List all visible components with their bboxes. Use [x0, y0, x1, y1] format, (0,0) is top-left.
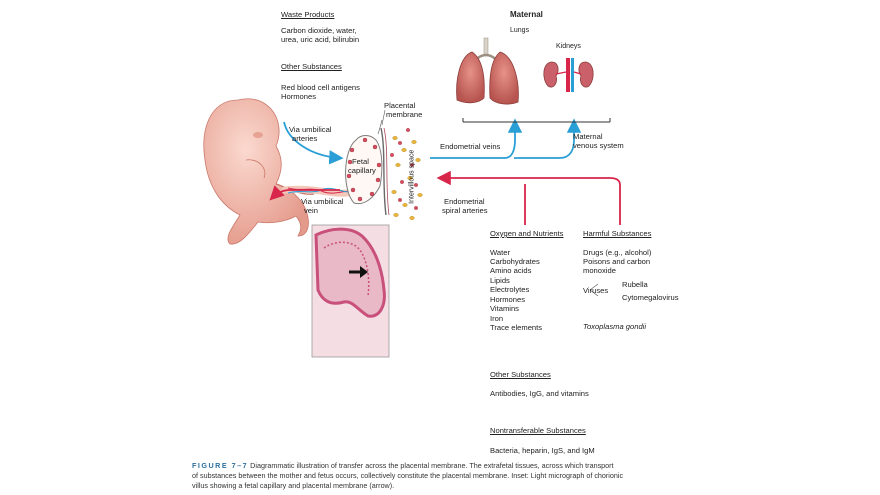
intervillous-space-label: Intervillous space	[408, 149, 416, 204]
nutrient-item: Iron	[490, 314, 504, 323]
kidneys-label: Kidneys	[556, 43, 581, 50]
harmful-viruses: Viruses	[583, 286, 609, 295]
caption-text-1: Diagrammatic illustration of transfer ac…	[250, 461, 614, 470]
fetus-illustration	[203, 98, 315, 245]
nutrient-item: Water	[490, 248, 510, 257]
endometrial-spiral-label-1: Endometrial	[444, 197, 485, 206]
harmful-rubella: Rubella	[622, 280, 648, 289]
placental-membrane-label-1: Placental	[384, 101, 416, 110]
nutrient-item: Hormones	[490, 295, 526, 304]
nutrient-item: Carbohydrates	[490, 257, 540, 266]
maternal-venous-label-2: venous system	[573, 141, 624, 150]
nontransferable-heading: Nontransferable Substances	[490, 426, 586, 435]
micrograph-inset	[311, 224, 390, 358]
lungs-illustration	[456, 37, 519, 105]
waste-products-line1: Carbon dioxide, water,	[281, 26, 357, 35]
maternal-title: Maternal	[510, 10, 543, 19]
figure-label: FIGURE 7–7	[192, 461, 249, 470]
harmful-drugs: Drugs (e.g., alcohol)	[583, 248, 652, 257]
harmful-substances-heading: Harmful Substances	[583, 229, 652, 238]
lungs-label: Lungs	[510, 27, 530, 34]
figure-caption-line1: FIGURE 7–7 Diagrammatic illustration of …	[192, 461, 614, 470]
waste-products-heading: Waste Products	[281, 10, 335, 19]
oxygen-nutrients-heading: Oxygen and Nutrients	[490, 229, 564, 238]
maternal-blood-cells	[390, 128, 423, 220]
figure-caption-line3: villus showing a fetal capillary and pla…	[192, 481, 395, 490]
chorionic-villus	[345, 119, 390, 216]
other-substances-top-line2: Hormones	[281, 92, 317, 101]
via-umbilical-vein-label-2: vein	[304, 206, 318, 215]
nutrient-item: Lipids	[490, 276, 510, 285]
nutrient-item: Electrolytes	[490, 285, 530, 294]
red-flow-arrows	[269, 170, 621, 225]
fetal-capillary-label-1: Fetal	[352, 157, 369, 166]
endometrial-spiral-label-2: spiral arteries	[442, 206, 488, 215]
nutrient-item: Vitamins	[490, 304, 519, 313]
other-substances-top-line1: Red blood cell antigens	[281, 83, 360, 92]
placental-membrane-label-2: membrane	[386, 110, 423, 119]
harmful-cmv: Cytomegalovirus	[622, 293, 679, 302]
endometrial-veins-label: Endometrial veins	[440, 142, 501, 151]
via-umbilical-arteries-label-2: arteries	[292, 134, 318, 143]
maternal-venous-label-1: Maternal	[573, 132, 603, 141]
figure-caption-line2: of substances between the mother and fet…	[192, 471, 624, 480]
harmful-poisons-2: monoxide	[583, 266, 616, 275]
kidneys-illustration	[543, 58, 594, 92]
via-umbilical-arteries-label-1: Via umbilical	[289, 125, 332, 134]
nutrient-item: Amino acids	[490, 266, 532, 275]
fetal-capillary-label-2: capillary	[348, 166, 376, 175]
other-substances-top-heading: Other Substances	[281, 62, 342, 71]
blue-flow-arrows	[283, 118, 582, 165]
other-substances-bottom-line1: Antibodies, IgG, and vitamins	[490, 389, 589, 398]
via-umbilical-vein-label-1: Via umbilical	[301, 197, 344, 206]
nutrient-item: Trace elements	[490, 323, 543, 332]
waste-products-line2: urea, uric acid, bilirubin	[281, 35, 360, 44]
nontransferable-line1: Bacteria, heparin, IgS, and IgM	[490, 446, 595, 455]
harmful-toxoplasma: Toxoplasma gondii	[583, 322, 647, 331]
harmful-poisons-1: Poisons and carbon	[583, 257, 651, 266]
other-substances-bottom-heading: Other Substances	[490, 370, 551, 379]
